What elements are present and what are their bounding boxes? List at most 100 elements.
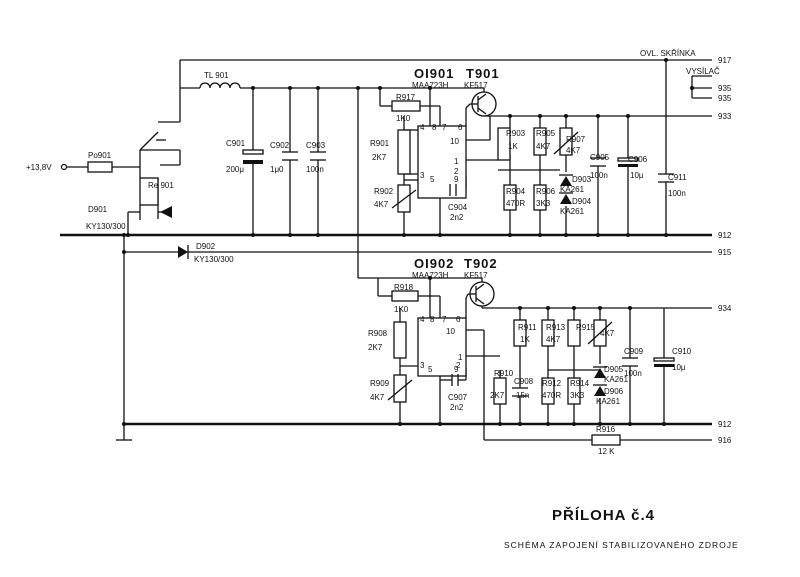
oi901-type: MAA723H <box>412 81 449 90</box>
r914-value: 3K3 <box>570 391 585 400</box>
r913-label: R913 <box>546 323 566 332</box>
c910-value: 10μ <box>672 363 686 372</box>
terminal-912a: 912 <box>718 231 732 240</box>
r918-value: 1K0 <box>394 305 409 314</box>
d903-label: D903 <box>572 175 592 184</box>
r912-value: 470R <box>542 391 561 400</box>
r910-label: R910 <box>494 369 514 378</box>
c910-label: C910 <box>672 347 692 356</box>
pin2-4: 4 <box>420 315 425 324</box>
c907-label: C907 <box>448 393 468 402</box>
r916-label: R916 <box>596 425 616 434</box>
r909-value: 4K7 <box>370 393 385 402</box>
pin-10: 10 <box>450 137 459 146</box>
c906-label: C906 <box>628 155 648 164</box>
terminal-935a: 935 <box>718 84 732 93</box>
r903-label: R903 <box>506 129 526 138</box>
pin2-2: 2 <box>456 361 461 370</box>
r918-label: R918 <box>394 283 414 292</box>
t901-label: T901 <box>466 66 500 81</box>
r904-value: 470R <box>506 199 525 208</box>
c901-label: C901 <box>226 139 246 148</box>
c911-value: 100n <box>668 189 686 198</box>
t902-label: T902 <box>464 256 498 271</box>
d902-value: KY130/300 <box>194 255 234 264</box>
d906-value: KA261 <box>596 397 621 406</box>
r905-label: R905 <box>536 129 556 138</box>
d905-value: KA261 <box>604 375 629 384</box>
r907-label: R907 <box>566 135 586 144</box>
r906-label: R906 <box>536 187 556 196</box>
r916-value: 12 K <box>598 447 615 456</box>
r914-label: R914 <box>570 379 590 388</box>
component-symbols <box>60 58 694 446</box>
r906-value: 3K3 <box>536 199 551 208</box>
c904-value: 2n2 <box>450 213 464 222</box>
c904-label: C904 <box>448 203 468 212</box>
input-voltage-label: +13,8V <box>26 163 52 172</box>
pin-1: 1 <box>454 157 459 166</box>
c909-label: C909 <box>624 347 644 356</box>
pin-4: 4 <box>420 123 425 132</box>
terminal-912b: 912 <box>718 420 732 429</box>
r909-label: R909 <box>370 379 390 388</box>
pin2-9: 9 <box>454 365 459 374</box>
page-subtitle: SCHÉMA ZAPOJENÍ STABILIZOVANÉHO ZDROJE <box>504 540 739 550</box>
r908-label: R908 <box>368 329 388 338</box>
t902-type: KF517 <box>464 271 488 280</box>
pin-9: 9 <box>454 175 459 184</box>
ovl-skrinka-label: OVL. SKŘÍNKA <box>640 49 696 58</box>
pin2-8: 8 <box>430 315 435 324</box>
terminal-935b: 935 <box>718 94 732 103</box>
c903-label: C903 <box>306 141 326 150</box>
terminal-917: 917 <box>718 56 732 65</box>
d902-label: D902 <box>196 242 216 251</box>
r910-value: 2K7 <box>490 391 505 400</box>
r907-value: 4K7 <box>566 146 581 155</box>
d901-value: KY130/300 <box>86 222 126 231</box>
c908-label: C908 <box>514 377 534 386</box>
pin-6: 6 <box>458 123 463 132</box>
r915-value: 4K7 <box>600 329 615 338</box>
oi902-label: OI902 <box>414 256 454 271</box>
d906-label: D906 <box>604 387 624 396</box>
r911-value: 1K <box>520 335 530 344</box>
c905-value: 100n <box>590 171 608 180</box>
terminal-934: 934 <box>718 304 732 313</box>
pin-7: 7 <box>442 123 447 132</box>
vysilac-label: VYSÍLAČ <box>686 67 720 76</box>
pin2-7: 7 <box>442 315 447 324</box>
c907-value: 2n2 <box>450 403 464 412</box>
r911-label: R911 <box>518 323 537 332</box>
terminal-915: 915 <box>718 248 732 257</box>
pin2-3: 3 <box>420 361 425 370</box>
c902-label: C902 <box>270 141 290 150</box>
inductor-label: TL 901 <box>204 71 229 80</box>
supply-wiring <box>60 59 712 441</box>
c901-value: 200μ <box>226 165 244 174</box>
c911-label: C911 <box>668 173 687 182</box>
c909-value: 100n <box>624 369 642 378</box>
pin-2: 2 <box>454 167 459 176</box>
labels: +13,8V Po901 TL 901 Re 901 D901 KY130/30… <box>26 49 739 550</box>
d905-label: D905 <box>604 365 624 374</box>
r904-label: R904 <box>506 187 526 196</box>
oi901-label: OI901 <box>414 66 454 81</box>
r913-value: 4K7 <box>546 335 561 344</box>
d904-value: KA261 <box>560 207 585 216</box>
pin2-5: 5 <box>428 365 433 374</box>
c905-label: C905 <box>590 153 610 162</box>
terminal-916: 916 <box>718 436 732 445</box>
r915-label: R915 <box>576 323 596 332</box>
pin-5: 5 <box>430 175 435 184</box>
fuse-label: Po901 <box>88 151 112 160</box>
oi902-type: MAA723H <box>412 271 449 280</box>
r905-value: 4K7 <box>536 142 551 151</box>
c906-value: 10μ <box>630 171 644 180</box>
terminal-933: 933 <box>718 112 732 121</box>
r901-value: 2K7 <box>372 153 387 162</box>
pin2-10: 10 <box>446 327 455 336</box>
c902-value: 1μ0 <box>270 165 284 174</box>
r902-value: 4K7 <box>374 200 389 209</box>
